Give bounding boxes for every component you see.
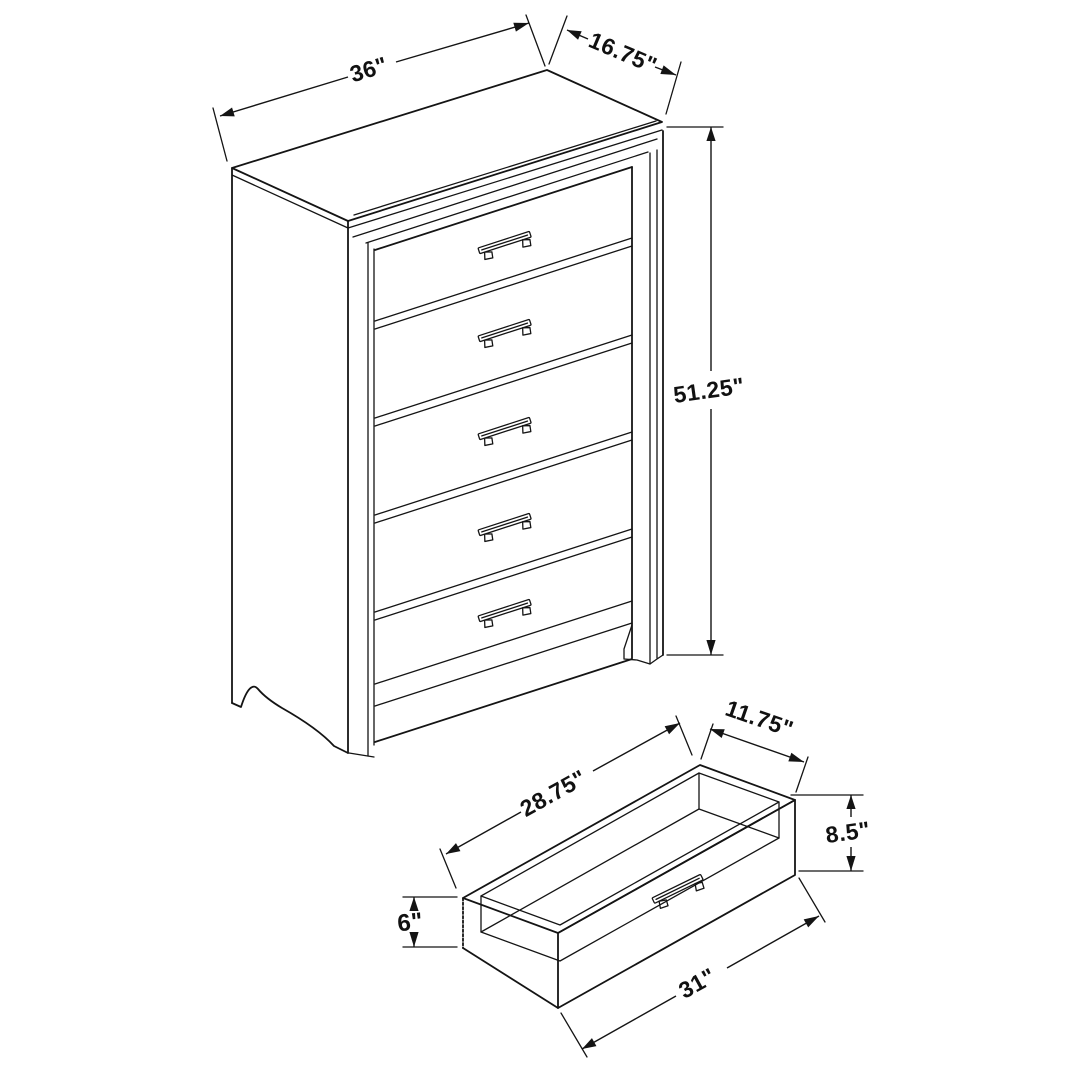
chest-left-side-panel	[231, 167, 349, 754]
drawer-pull-handle	[477, 598, 535, 630]
drawer-side-height-dim-label: 6"	[396, 908, 424, 938]
chest-drawing: 36" 16.75" 51.25"	[212, 14, 746, 758]
drawer-width-dimension: 31"	[560, 877, 826, 1058]
chest-top-panel	[231, 69, 663, 238]
drawer-length-dim-label: 28.75"	[516, 764, 591, 821]
drawer-pull-handle	[477, 416, 535, 448]
drawer-box-body	[462, 764, 796, 1009]
chest-height-dim-label: 51.25"	[672, 372, 746, 408]
drawer-depth-dimension: 11.75"	[700, 695, 809, 793]
chest-depth-dim-label: 16.75"	[585, 27, 661, 79]
drawer-pull-handle	[477, 230, 535, 262]
drawer-pull-handle	[477, 318, 535, 350]
drawer-length-dimension: 28.75"	[439, 715, 693, 889]
chest-front-face	[348, 151, 664, 758]
drawer-width-dim-label: 31"	[674, 962, 720, 1003]
chest-depth-dimension: 16.75"	[548, 15, 682, 115]
chest-width-dimension: 36"	[212, 14, 546, 162]
chest-right-side	[631, 130, 664, 665]
drawer-front-height-dim-label: 8.5"	[824, 816, 872, 848]
chest-right-foot	[623, 624, 664, 665]
chest-height-dimension: 51.25"	[666, 126, 746, 656]
drawer-pull-handle	[477, 512, 535, 544]
chest-drawer-separations	[374, 237, 633, 743]
drawer-side-height-dimension: 6"	[396, 896, 458, 948]
drawer-pull-handle	[651, 873, 708, 912]
drawer-depth-dim-label: 11.75"	[722, 695, 797, 742]
drawer-drawing: 28.75" 11.75" 8.5" 6"	[396, 695, 872, 1058]
chest-width-dim-label: 36"	[347, 51, 391, 87]
drawer-front-height-dimension: 8.5"	[790, 794, 872, 872]
